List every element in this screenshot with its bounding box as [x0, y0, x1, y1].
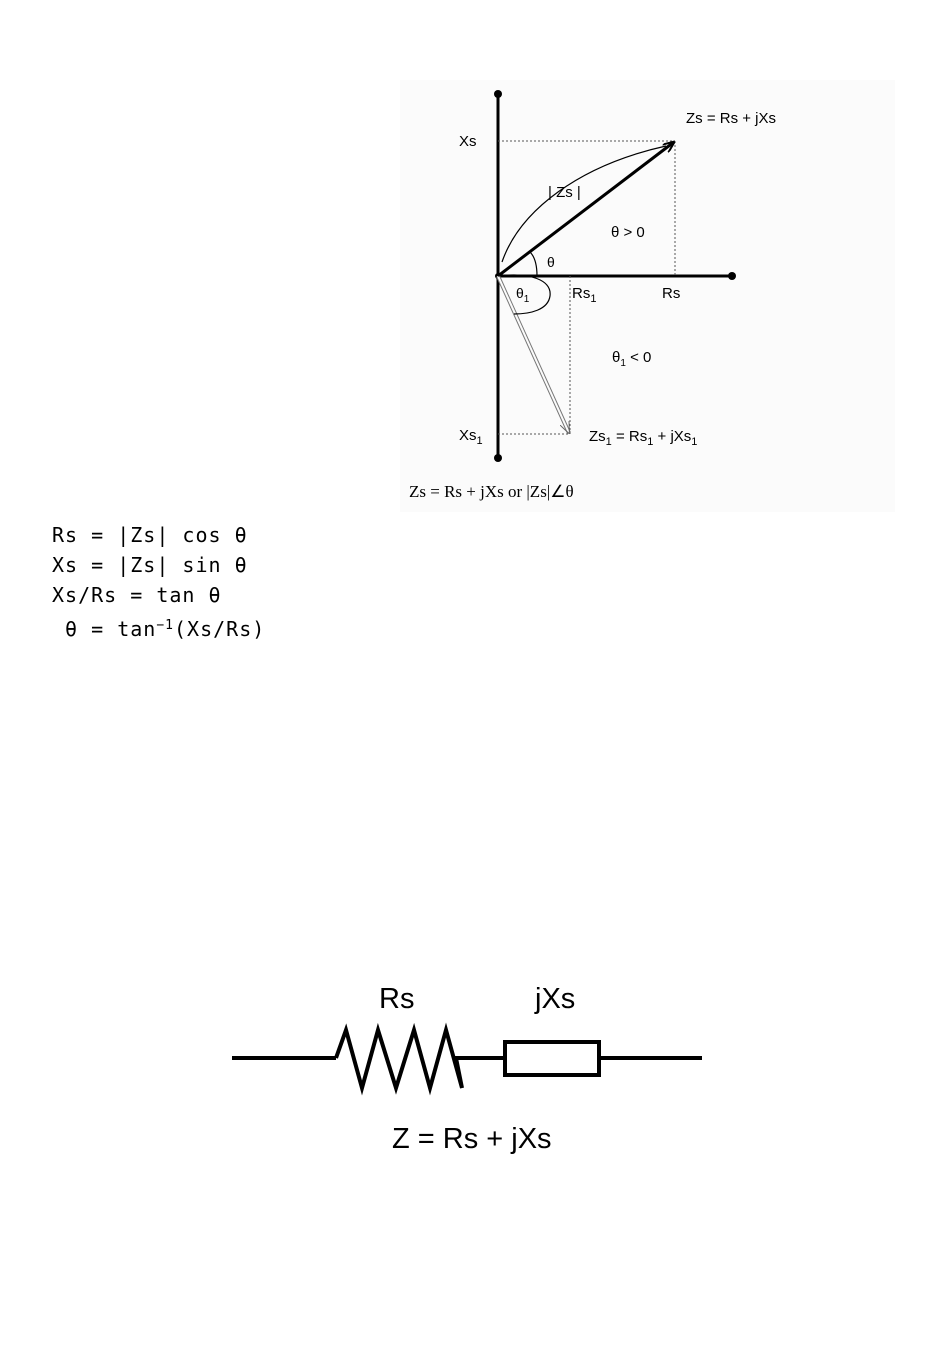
- circuit-impedance-equation: Z = Rs + jXs: [392, 1123, 552, 1155]
- series-circuit: Rs jXs Z = Rs + jXs: [232, 983, 702, 1155]
- xs1-label: Xs1: [459, 427, 483, 447]
- axis-end-dot-top: [494, 90, 502, 98]
- theta-positive-label: θ > 0: [611, 224, 645, 241]
- zs1-equation-label: Zs1 = Rs1 + jXs1: [589, 428, 697, 448]
- zs-equation-label: Zs = Rs + jXs: [686, 110, 776, 127]
- magnitude-arc: [502, 146, 666, 262]
- formula-rs: Rs = |Zs| cos θ: [52, 520, 248, 550]
- rs-label: Rs: [662, 285, 680, 302]
- circuit-jxs-label: jXs: [534, 983, 575, 1015]
- theta1-negative-label: θ1 < 0: [612, 349, 651, 369]
- theta-angle-arc: [530, 252, 537, 276]
- resistor-symbol: [336, 1030, 505, 1088]
- axis-end-dot-right: [728, 272, 736, 280]
- diagram-caption: Zs = Rs + jXs or |Zs|∠θ: [409, 482, 574, 501]
- magnitude-label: | Zs |: [548, 184, 581, 201]
- rs1-label: Rs1: [572, 285, 596, 305]
- axis-end-dot-bottom: [494, 454, 502, 462]
- zs-vector: [498, 142, 674, 276]
- theta-label: θ: [547, 254, 555, 270]
- formula-theta: θ = tan−1(Xs/Rs): [52, 611, 265, 644]
- reactance-box: [505, 1042, 599, 1075]
- theta1-label: θ1: [516, 285, 530, 305]
- zs1-vector-inner: [498, 276, 569, 433]
- xs-label: Xs: [459, 133, 477, 150]
- formula-xs: Xs = |Zs| sin θ: [52, 550, 248, 580]
- formula-tan: Xs/Rs = tan θ: [52, 580, 222, 610]
- circuit-rs-label: Rs: [379, 983, 414, 1015]
